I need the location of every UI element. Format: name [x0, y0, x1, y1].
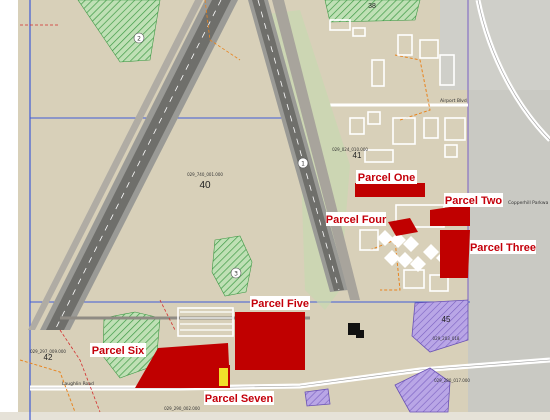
parcel-three-shape[interactable]: [440, 230, 470, 278]
svg-text:Parcel Three: Parcel Three: [470, 242, 536, 254]
label-parcel-two[interactable]: Parcel Two: [444, 193, 503, 207]
green-area-center: [211, 235, 253, 297]
label-parcel-one[interactable]: Parcel One: [356, 170, 417, 184]
circle-marker-3: 3: [230, 267, 242, 279]
lot-38-number: 38: [368, 3, 376, 10]
lot-40-number: 40: [199, 180, 211, 191]
buildings: [177, 19, 466, 337]
lot-42-number: 42: [44, 353, 53, 362]
road-laughlin: Laughlin Road: [62, 381, 94, 387]
svg-text:1: 1: [301, 161, 305, 168]
green-area-n: [324, 0, 421, 23]
parcel-one-shape[interactable]: [355, 183, 425, 197]
svg-text:Parcel Six: Parcel Six: [92, 345, 145, 357]
svg-text:Parcel One: Parcel One: [358, 172, 415, 184]
svg-text:Parcel Five: Parcel Five: [251, 298, 309, 310]
lot-42-id: 029_297_009.000: [30, 349, 66, 354]
svg-text:Parcel Two: Parcel Two: [445, 195, 503, 207]
road-airport-blvd: Airport Blvd: [440, 98, 467, 104]
lot-bottom-id: 029_290_002.000: [164, 406, 200, 411]
orange-boundary-2: [369, 239, 401, 291]
label-parcel-seven[interactable]: Parcel Seven: [204, 391, 274, 405]
lot-45-id: 029_203_018: [433, 336, 460, 341]
bottom-strip: [0, 412, 550, 420]
parcel-four-shape[interactable]: [388, 218, 418, 236]
left-margin: [0, 0, 18, 420]
lot-49-area: [304, 388, 331, 407]
svg-text:Parcel Seven: Parcel Seven: [205, 393, 274, 405]
lot-40-id: 029_740_001.000: [187, 172, 223, 177]
road-copperhill: Copperhill Parkwa: [508, 200, 549, 206]
orange-boundary-3: [19, 359, 76, 413]
lot-53-area: [394, 367, 451, 413]
lot-45-number: 45: [442, 315, 451, 324]
runway-diagonal: [28, 0, 238, 331]
green-area-nw: [77, 0, 161, 63]
parcel-seven-highlight: [219, 368, 228, 386]
label-parcel-six[interactable]: Parcel Six: [90, 343, 146, 357]
lot-right-id: 029_280_017.000: [434, 378, 470, 383]
red-dash-1: [59, 329, 101, 413]
circle-marker-2: 2: [133, 32, 145, 44]
svg-text:3: 3: [234, 271, 238, 278]
label-parcel-five[interactable]: Parcel Five: [250, 296, 310, 310]
label-parcel-three[interactable]: Parcel Three: [470, 240, 536, 254]
svg-text:Parcel Four: Parcel Four: [326, 214, 387, 226]
lot-41-id: 029_024_010.000: [332, 147, 368, 152]
lot-41-number: 41: [353, 151, 362, 160]
parcel-two-shape[interactable]: [430, 204, 470, 226]
svg-text:2: 2: [137, 36, 141, 43]
urban-area-top: [440, 0, 550, 90]
circle-marker-1: 1: [297, 157, 309, 169]
label-parcel-four[interactable]: Parcel Four: [326, 212, 387, 226]
orange-boundary-1: [394, 54, 431, 121]
parcel-five-shape[interactable]: [235, 312, 305, 370]
lot-45-area: [411, 299, 469, 353]
